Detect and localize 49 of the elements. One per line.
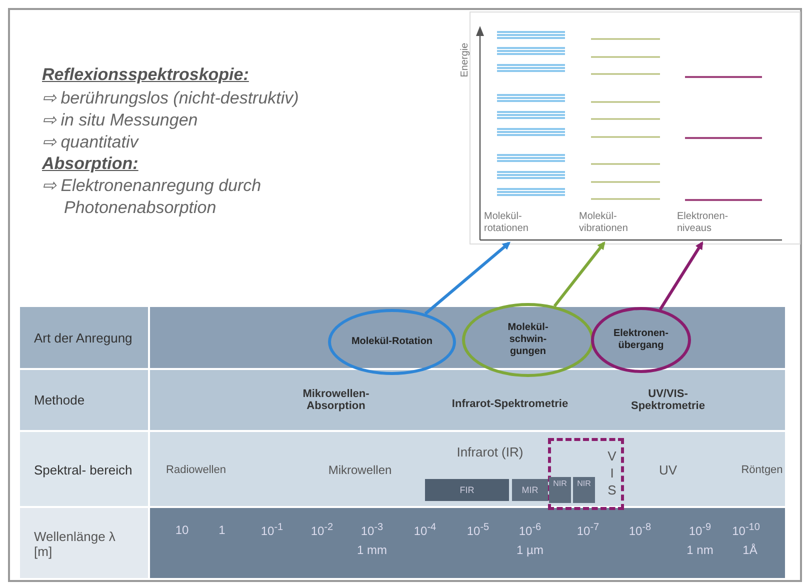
- unit-label: 1 nm: [686, 543, 714, 557]
- unit-label: 1Å: [742, 543, 758, 557]
- wavelength-value: 10$^{-4}$: [414, 522, 436, 538]
- band-label: Radiowellen: [166, 464, 226, 476]
- wavelength-value: 10$^{-3}$: [360, 522, 384, 538]
- heading: Absorption:: [42, 154, 138, 174]
- wavelength-value: 10: [175, 523, 189, 537]
- row-header: Methode: [34, 392, 86, 408]
- ellipse-node: Molekül-Rotation: [328, 309, 456, 375]
- band-segment: FIR: [425, 479, 509, 501]
- wavelength-value: 10$^{-1}$: [260, 522, 284, 538]
- bullet-text: ⇨ in situ Messungen: [42, 110, 198, 130]
- wavelength-value: 1: [218, 523, 226, 537]
- band-label: UV: [658, 462, 678, 478]
- wavelength-value: 10$^{-2}$: [310, 522, 334, 538]
- level-caption: Molekül- vibrationen: [579, 206, 649, 240]
- axis-label: Energie: [460, 42, 470, 78]
- arrow: [424, 242, 511, 315]
- method-label: UV/VIS- Spektrometrie: [630, 388, 706, 412]
- bullet-text: ⇨ berührungslos (nicht-destruktiv): [42, 88, 299, 108]
- band-label: Infrarot (IR): [456, 444, 524, 460]
- wavelength-value: 10$^{-6}$: [518, 522, 542, 538]
- row-header: Spektral- bereich: [34, 462, 134, 478]
- arrow: [553, 241, 606, 308]
- unit-label: 1 µm: [516, 543, 544, 557]
- method-label: Infrarot-Spektrometrie: [452, 398, 568, 410]
- band-label: V I S: [607, 448, 617, 498]
- ellipse-node: Elektronen- übergang: [591, 307, 691, 373]
- method-label: Mikrowellen- Absorption: [302, 388, 370, 412]
- band-segment: MIR: [512, 479, 548, 501]
- arrow: [658, 241, 704, 310]
- band-label: Röntgen: [741, 464, 783, 476]
- band-segment: NIR: [573, 477, 595, 503]
- band-segment: NIR: [549, 477, 571, 503]
- row-header: Wellenlänge λ [m]: [34, 529, 116, 559]
- level-caption: Molekül- rotationen: [484, 206, 554, 240]
- unit-label: 1 mm: [357, 543, 387, 557]
- wavelength-value: 10$^{-9}$: [688, 522, 712, 538]
- wavelength-value: 10$^{-10}$: [732, 522, 760, 538]
- wavelength-value: 10$^{-8}$: [628, 522, 652, 538]
- wavelength-value: 10$^{-5}$: [466, 522, 490, 538]
- ellipse-node: Molekül- schwin- gungen: [462, 303, 594, 377]
- bullet-text: ⇨ Elektronenanregung durch Photonenabsorption: [42, 175, 262, 219]
- level-caption: Elektronen- niveaus: [677, 206, 747, 240]
- wavelength-value: 10$^{-7}$: [576, 522, 600, 538]
- bullet-text: ⇨ quantitativ: [42, 132, 138, 152]
- row-header: Art der Anregung: [34, 330, 134, 346]
- heading: Reflexionsspektroskopie:: [42, 65, 249, 85]
- band-label: Mikrowellen: [328, 463, 392, 477]
